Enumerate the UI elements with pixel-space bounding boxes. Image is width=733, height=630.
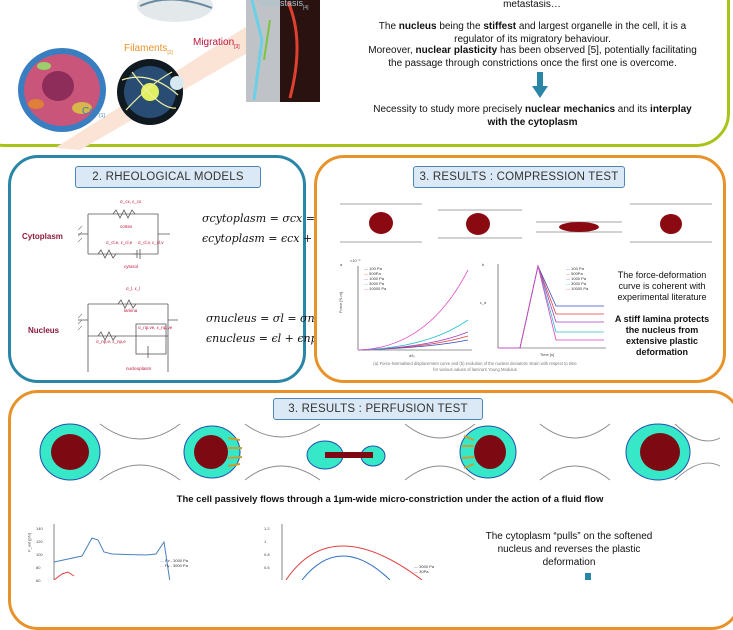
equation-cytoplasm-stress: σcytoplasm = σcx = σcl	[202, 212, 336, 225]
compression-chart-a	[357, 266, 472, 351]
cytoplasm-label: Cytoplasm	[22, 232, 63, 241]
compression-panel	[314, 155, 726, 383]
legend-item: — 100 Pa	[364, 266, 382, 271]
intro-paragraph-2: Moreover, nuclear plasticity has been ob…	[368, 45, 697, 69]
cytosol-label: cytosol	[124, 264, 139, 269]
legend-item: — 1000 Pa	[566, 276, 587, 281]
cytosol-params-1: σ_cl,e, ε_cl,e	[106, 240, 133, 245]
legend-item: — 30Pa	[414, 569, 429, 574]
legend-item: — 500Pa	[364, 271, 381, 276]
metastasis-cell-image	[137, 0, 213, 22]
chart-b-ylabel: ε_d	[480, 300, 487, 305]
perfusion-strain-legend: — 3000 Pa — 30Pa	[414, 564, 434, 574]
compression-title: 3. RESULTS : COMPRESSION TEST	[413, 166, 625, 188]
intro-line0: metastasis…	[503, 0, 561, 10]
perfusion-chart-yticks: 140 120 100 80 60	[36, 526, 43, 583]
perfusion-force-chart	[53, 524, 171, 580]
compression-sequence	[340, 203, 712, 243]
chart-b-label: b	[482, 262, 485, 267]
chart-a-label: a	[340, 262, 343, 267]
chart-b-xlabel: Time [s]	[540, 352, 555, 357]
nucleoplasm-params-1: σ_np,ve, ε_np,ve	[138, 325, 173, 330]
cortex-params: σ_cx, ε_cx	[120, 199, 142, 204]
chart-a-exponent: ×10⁻⁶	[350, 258, 361, 263]
lamina-label: lamina	[124, 308, 138, 313]
perfusion-title: 3. RESULTS : PERFUSION TEST	[273, 398, 483, 420]
legend-item: — 100 Pa	[566, 266, 584, 271]
intro-illustration	[18, 0, 320, 150]
nucleus-label: Nucleus	[28, 326, 60, 335]
down-arrow-icon	[532, 72, 548, 98]
compression-text-1: The force-deformation curve is coherent …	[617, 270, 707, 302]
filaments-label: Filaments[2]	[124, 43, 173, 56]
rheology-panel	[8, 155, 306, 383]
cytosol-params-2: σ_cl,v, ε_cl,v	[138, 240, 164, 245]
rheology-diagram	[78, 209, 178, 372]
nucleoplasm-label: nucleoplasm	[126, 366, 152, 371]
filaments-image	[117, 59, 184, 125]
equation-cytoplasm-strain: ϵcytoplasm = ϵcx + ϵcl	[202, 232, 332, 245]
equation-nucleus-strain: ϵnucleus = ϵl + ϵnp	[206, 332, 318, 345]
perfusion-chart-legend: — Fx - 3000 Pa - - Fy - 3000 Pa	[160, 558, 188, 568]
cortex-label: cortex	[120, 224, 133, 229]
nucleoplasm-params-2: σ_np,e, ε_np,e	[96, 339, 126, 344]
legend-item: — 500Pa	[566, 271, 583, 276]
legend-item: — 3000 Pa	[364, 281, 385, 286]
legend-item: — Fx - 3000 Pa	[160, 558, 189, 563]
legend-item: — 10000 Pa	[364, 286, 387, 291]
perfusion-sequence	[39, 423, 720, 481]
chart-a-series-line	[357, 269, 469, 351]
perfusion-chart-ylabel: F_ext [pN]	[26, 533, 32, 552]
chart-a-xlabel: d/l₀	[409, 353, 415, 358]
cell-label: Cell[1]	[82, 106, 105, 119]
perfusion-down-arrow-icon	[585, 573, 591, 580]
cell-image	[18, 48, 106, 132]
perfusion-caption: The cell passively flows through a 1µm-w…	[176, 494, 604, 505]
legend-item: — 3000 Pa	[414, 564, 435, 569]
intro-paragraph-1: The nucleus being the stiffest and large…	[378, 21, 687, 45]
perfusion-text: The cytoplasm “pulls” on the softened nu…	[485, 531, 653, 568]
chart-b-series-line	[498, 265, 604, 349]
migration-label: Migration[3]	[193, 37, 240, 50]
perfusion-strain-chart	[281, 524, 423, 580]
perfusion-strain-yticks: 1.2 1 0.8 0.6	[264, 526, 270, 570]
legend-item: — 1000 Pa	[364, 276, 385, 281]
migration-image	[246, 0, 320, 102]
legend-item: — 10000 Pa	[566, 286, 589, 291]
intro-paragraph-3: Necessity to study more precisely nuclea…	[373, 104, 692, 128]
legend-item: - - Fy - 3000 Pa	[160, 563, 188, 568]
legend-item: — 3000 Pa	[566, 281, 587, 286]
chart-b-legend: — 100 Pa — 500Pa — 1000 Pa — 3000 Pa — 1…	[566, 266, 588, 291]
compression-text-2: A stiff lamina protects the nucleus from…	[614, 314, 710, 357]
chart-a-legend: — 100 Pa — 500Pa — 1000 Pa — 3000 Pa — 1…	[364, 266, 386, 291]
rheology-title: 2. RHEOLOGICAL MODELS	[75, 166, 261, 188]
equation-nucleus-stress: σnucleus = σl = σnp	[206, 312, 322, 325]
chart-a-series-line	[357, 319, 469, 351]
compression-chart-b	[497, 264, 606, 349]
compression-caption: (a) Force-Normalised displacement curve …	[373, 361, 577, 372]
chart-a-ylabel: Force [N.m]	[337, 292, 343, 313]
metastasis-label: Metastasis[4]	[260, 0, 309, 11]
lamina-params: σ_l, ε_l	[126, 286, 141, 291]
